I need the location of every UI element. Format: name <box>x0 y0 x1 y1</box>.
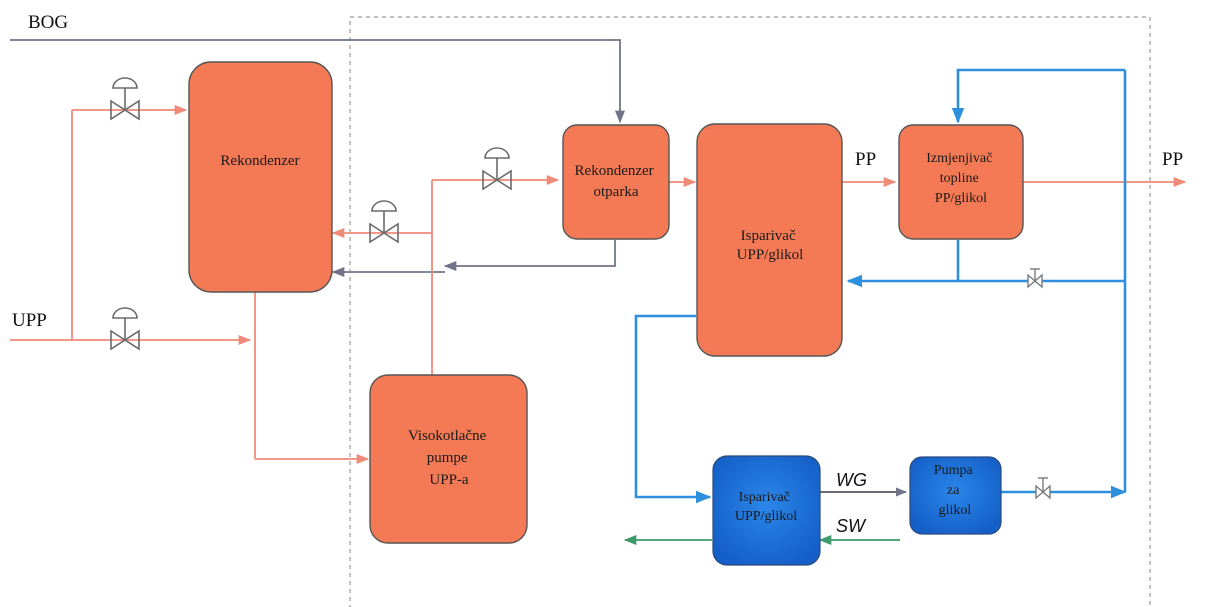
rekondenzer-otparka-box[interactable]: Rekondenzer otparka <box>562 124 670 240</box>
svg-text:Rekondenzer: Rekondenzer <box>220 153 299 169</box>
izmjenjivac-box[interactable]: Izmjenjivač topline PP/glikol <box>898 124 1024 240</box>
visokotlacne-label-2: pumpe <box>427 450 468 466</box>
rekondenzer-label: Rekondenzer <box>220 153 299 169</box>
control-valve-otparka[interactable] <box>482 147 512 191</box>
pumpa-glikol-box[interactable]: Pumpa za glikol <box>909 456 1002 535</box>
terminal-boundary <box>349 16 1151 607</box>
isparivac-main-label-2: UPP/glikol <box>737 247 804 263</box>
izmjenjivac-label-2: topline <box>940 171 979 186</box>
rekondenzer-otparka-label-1: Rekondenzer <box>575 163 654 179</box>
visokotlacne-label-1: Visokotlačne <box>408 428 487 444</box>
glycol-lines <box>634 68 1127 504</box>
bog-inlet-line <box>10 39 626 124</box>
hand-valve-pump-outlet[interactable] <box>1035 477 1051 500</box>
izmjenjivac-label-1: Izmjenjivač <box>926 151 992 166</box>
isparivac-main-label-1: Isparivač <box>741 228 796 244</box>
wg-label: WG <box>836 470 867 490</box>
sw-label: SW <box>836 516 867 536</box>
isparivac-blue-label-2: UPP/glikol <box>735 509 797 524</box>
pp-out-label: PP <box>1162 149 1183 170</box>
izmjenjivac-label-3: PP/glikol <box>935 191 987 206</box>
pp-mid-label: PP <box>855 149 876 170</box>
bog-lines <box>10 39 626 278</box>
svg-text:Pumpa za glikol: Pumpa za glikol <box>934 463 976 518</box>
upp-label: UPP <box>12 310 47 331</box>
control-valve-rekondenzer[interactable] <box>369 200 399 244</box>
hand-valve-glycol-return[interactable] <box>1027 268 1043 289</box>
isparivac-blue-box[interactable]: Isparivač UPP/glikol <box>712 455 821 566</box>
svg-text:Izmjenjivač topline: Izmjenjivač topline PP/glikol <box>926 151 996 206</box>
svg-text:Isparivač UPP/glikol: Isparivač UPP/glikol <box>735 490 797 524</box>
pumpa-label-2: za <box>947 483 960 498</box>
glycol-top-loop <box>951 68 1125 124</box>
svg-text:Isparivač UPP/glikol: Isparivač UPP/glikol <box>737 228 804 263</box>
visokotlacne-label-3: UPP-a <box>429 472 469 488</box>
control-valve-bottom[interactable] <box>110 307 140 351</box>
pumpa-label-1: Pumpa <box>934 463 974 478</box>
lng-lines <box>10 104 1187 465</box>
pumpa-label-3: glikol <box>939 503 972 518</box>
visokotlacne-pumpe-box[interactable]: Visokotlačne pumpe UPP-a <box>369 374 528 544</box>
isparivac-blue-label-1: Isparivač <box>739 490 790 505</box>
rekondenzer-box[interactable]: Rekondenzer <box>188 61 333 293</box>
bog-label: BOG <box>28 12 68 33</box>
svg-text:Visokotlačne pumpe: Visokotlačne pumpe UPP-a <box>408 428 490 488</box>
svg-text:Rekondenzer otparka: Rekondenzer otparka <box>575 163 658 200</box>
isparivac-main-box[interactable]: Isparivač UPP/glikol <box>696 123 843 357</box>
bog-return-otparka <box>443 240 616 272</box>
glycol-isparivac-out <box>634 314 712 504</box>
control-valve-top[interactable] <box>110 77 140 121</box>
rekondenzer-otparka-label-2: otparka <box>594 184 639 200</box>
